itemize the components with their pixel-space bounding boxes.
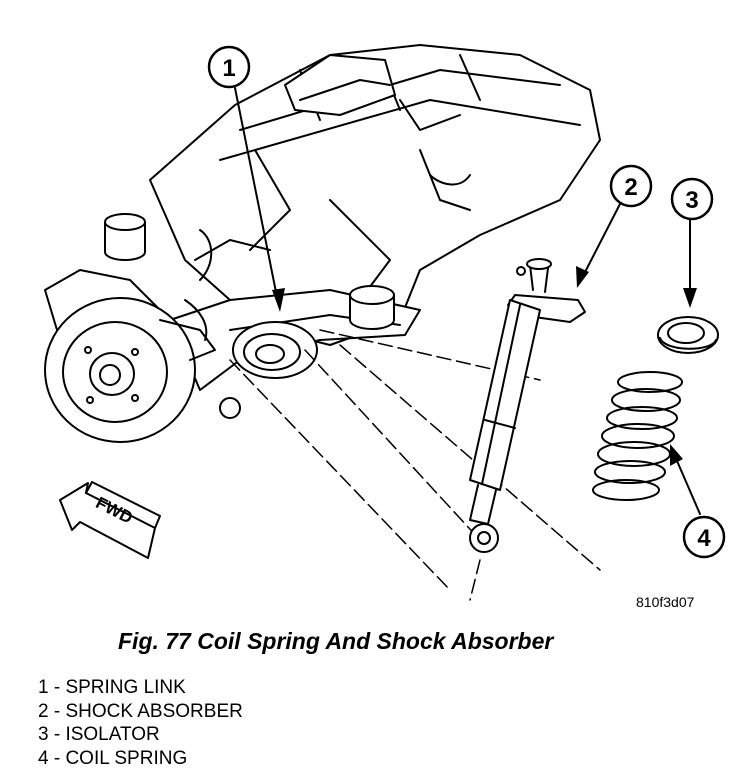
callout-circle-1 [207,45,251,89]
legend-item-isolator: 3 - ISOLATOR [38,724,160,745]
legend-item-coil-spring: 4 - COIL SPRING [38,747,188,769]
callout-circle-4 [682,515,726,559]
isolator [657,316,719,354]
wheel-hub-assembly [44,229,271,443]
legend-item-shock-absorber: 2 - SHOCK ABSORBER [38,700,243,722]
shock-absorber [469,258,586,553]
figure-caption: Fig. 77 Coil Spring And Shock Absorber [118,628,554,654]
legend-list: 1 - SPRING LINK 2 - SHOCK ABSORBER 3 - I… [38,676,243,770]
suspension-diagram: 1 2 3 4 FWD [44,44,726,601]
callout-circle-3 [670,177,714,221]
callout-number-4: 4 [697,525,711,552]
forward-arrow [59,481,161,559]
coil-spring [592,371,683,501]
leader-lines [234,87,701,515]
callout-number-2: 2 [624,174,637,201]
bushing-right [349,285,395,330]
leader-arrowheads [272,266,697,466]
bushing-left [104,213,146,261]
callout-number-1: 1 [222,55,235,82]
callout-number-3: 3 [685,187,698,214]
spring-seat-pocket [232,321,318,379]
figure-code: 810f3d07 [636,594,695,610]
legend-item-spring-link: 1 - SPRING LINK [38,677,186,698]
housing-top [284,54,396,116]
callout-circle-2 [609,164,653,208]
